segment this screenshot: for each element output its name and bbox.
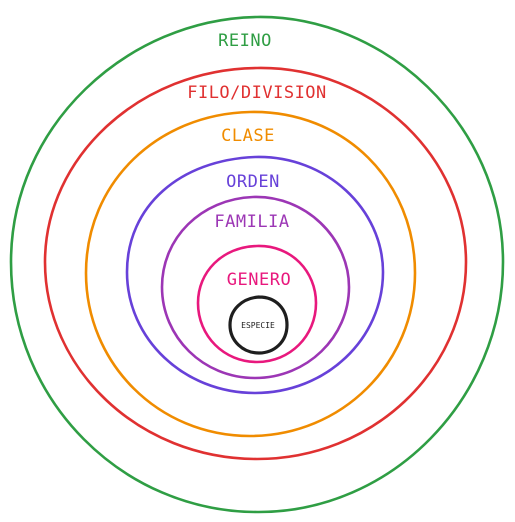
label-clase: CLASE: [221, 126, 275, 146]
ring-reino: [9, 15, 505, 514]
ring-filo-division: [43, 66, 468, 461]
label-filo-division: FILO/DIVISION: [187, 83, 327, 103]
level-reino: REINO: [9, 15, 505, 514]
label-especie: ESPECIE: [241, 321, 275, 330]
ring-orden: [125, 155, 385, 395]
level-genero: GENERO: [196, 244, 318, 364]
ring-genero: [196, 244, 318, 364]
label-reino: REINO: [218, 31, 272, 51]
level-orden: ORDEN: [125, 155, 385, 395]
label-familia: FAMILIA: [214, 212, 289, 232]
label-orden: ORDEN: [226, 172, 280, 192]
level-clase: CLASE: [84, 110, 417, 438]
level-familia: FAMILIA: [160, 195, 351, 380]
ring-familia: [160, 195, 351, 380]
level-especie: ESPECIE: [228, 295, 289, 355]
level-filo-division: FILO/DIVISION: [43, 66, 468, 461]
label-genero: GENERO: [227, 270, 291, 290]
ring-especie: [228, 295, 289, 355]
ring-clase: [84, 110, 417, 438]
